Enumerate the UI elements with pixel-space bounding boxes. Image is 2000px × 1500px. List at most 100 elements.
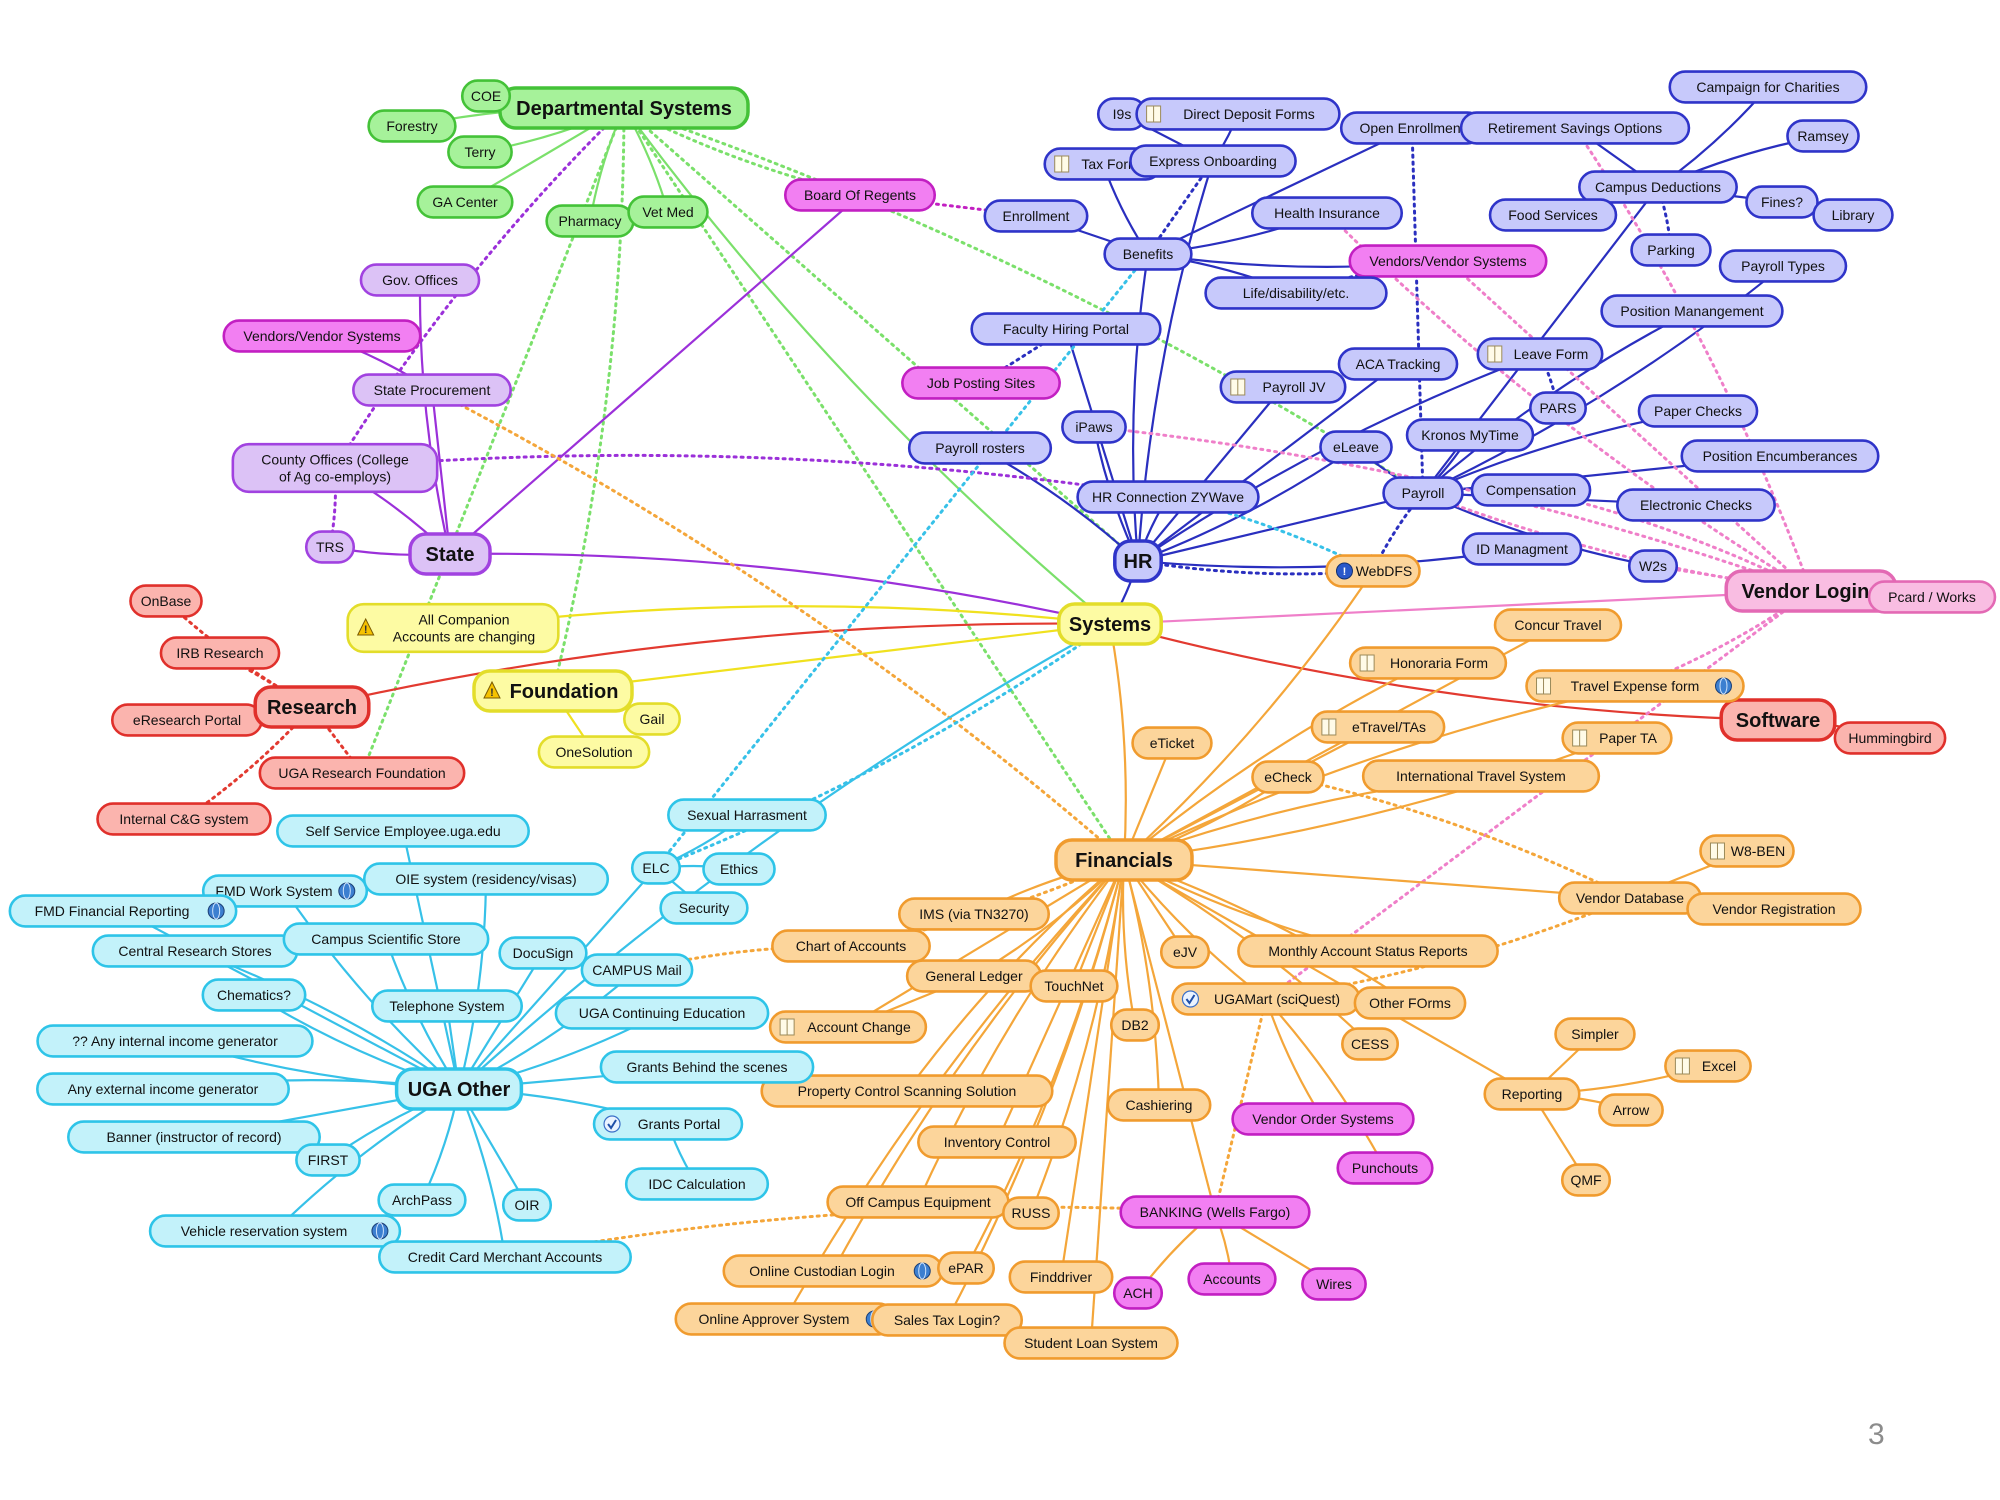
node-label: Online Approver System <box>699 1311 850 1327</box>
node-box <box>1251 760 1325 794</box>
globe-icon <box>207 902 225 920</box>
warning-icon: ! <box>356 617 375 636</box>
node-box <box>377 1183 467 1217</box>
node-box <box>359 263 481 297</box>
node-research: Research <box>253 685 371 729</box>
node-ramsey: Ramsey <box>1786 119 1860 153</box>
node-govoffices: Gov. Offices <box>359 263 481 297</box>
node-label: Payroll <box>1402 485 1445 501</box>
edge-departmental-to-regents <box>622 106 862 197</box>
node-label: Arrow <box>1613 1102 1650 1118</box>
node-label: ArchPass <box>392 1192 452 1208</box>
edge-systems-to-elc <box>652 622 1112 872</box>
node-box <box>667 798 827 832</box>
edge-hr-to-payrolljv <box>1137 386 1284 562</box>
node-box <box>1003 1326 1179 1360</box>
node-label: UGA Continuing Education <box>579 1005 746 1021</box>
edge-ugaother-to-oie <box>457 878 488 1090</box>
node-label: Vendors/Vendor Systems <box>243 328 400 344</box>
node-vehicle: Vehicle reservation system <box>148 1214 402 1248</box>
node-box <box>1112 1276 1164 1310</box>
node-box <box>1554 1017 1636 1051</box>
node-reporting: Reporting <box>1483 1077 1581 1111</box>
edge-vendordb-to-echeck <box>1284 771 1632 900</box>
edge-systems-to-state <box>449 552 1111 626</box>
node-label: OIE system (residency/visas) <box>395 871 576 887</box>
node-chematics: Chematics? <box>201 978 307 1012</box>
node-box <box>362 862 610 896</box>
node-echecks: Electronic Checks <box>1616 488 1776 522</box>
node-box <box>1529 391 1587 425</box>
node-box <box>592 1107 744 1141</box>
node-box <box>1745 185 1819 219</box>
edge-systems-to-software <box>1109 622 1779 722</box>
node-ejv: eJV <box>1159 935 1211 969</box>
node-label: Position Manangement <box>1620 303 1763 319</box>
node-box <box>1301 1267 1367 1301</box>
edge-hr-to-benefits <box>1132 253 1150 562</box>
node-label: Life/disability/etc. <box>1243 285 1350 301</box>
node-label: Leave Form <box>1514 346 1589 362</box>
node-software: Software <box>1719 698 1837 742</box>
node-label: Systems <box>1069 614 1151 636</box>
node-label: FMD Financial Reporting <box>35 903 190 919</box>
node-ugamart: UGAMart (sciQuest) <box>1171 982 1361 1016</box>
node-label: Banner (instructor of record) <box>106 1129 281 1145</box>
node-label: Enrollment <box>1003 208 1070 224</box>
edge-state-to-regents <box>449 194 861 555</box>
node-label: Self Service Employee.uga.edu <box>305 823 500 839</box>
edge-systems-to-financials <box>1108 623 1127 861</box>
document-icon <box>1674 1057 1690 1075</box>
node-box <box>1833 721 1947 755</box>
edge-departmental-to-hr <box>622 106 1140 563</box>
node-fmdfin: FMD Financial Reporting <box>8 894 238 928</box>
checkmark-icon <box>603 1115 621 1133</box>
node-box <box>1008 1260 1114 1294</box>
node-label: Online Custodian Login <box>749 1263 895 1279</box>
node-box <box>1103 237 1193 271</box>
node-hrconn: HR Connection ZYWave <box>1076 480 1260 514</box>
node-ims: IMS (via TN3270) <box>897 897 1051 931</box>
node-label: CESS <box>1351 1036 1389 1052</box>
edge-financials-to-honoraria <box>1123 662 1429 861</box>
node-label: Terry <box>464 144 495 160</box>
node-box <box>630 851 682 885</box>
edge-financials-to-reporting <box>1123 859 1533 1095</box>
node-library: Library <box>1812 198 1894 232</box>
node-box <box>1348 646 1508 680</box>
node-label: Gov. Offices <box>382 272 458 288</box>
node-box <box>702 852 776 886</box>
node-kronos: Kronos MyTime <box>1405 418 1535 452</box>
node-departmental: Departmental Systems <box>498 86 750 130</box>
node-label: Concur Travel <box>1514 617 1601 633</box>
node-touchnet: TouchNet <box>1029 969 1119 1003</box>
node-label: IRB Research <box>176 645 263 661</box>
node-ipaws: iPaws <box>1061 410 1127 444</box>
node-label: UGA Research Foundation <box>278 765 445 781</box>
node-punchouts: Punchouts <box>1336 1151 1434 1185</box>
node-box <box>1054 838 1194 882</box>
node-posmgmt: Position Manangement <box>1600 294 1784 328</box>
node-telephone: Telephone System <box>370 989 524 1023</box>
node-label: eTravel/TAs <box>1352 719 1426 735</box>
node-accounts: Accounts <box>1187 1262 1277 1296</box>
node-label: Cashiering <box>1126 1097 1193 1113</box>
node-label: Board Of Regents <box>804 187 916 203</box>
node-chartacc: Chart of Accounts <box>771 929 931 963</box>
node-concur: Concur Travel <box>1493 608 1623 642</box>
node-vendorlogins: Vendor Logins <box>1724 569 1898 613</box>
node-label: RUSS <box>1012 1205 1051 1221</box>
node-paperchecks: Paper Checks <box>1637 394 1759 428</box>
node-campusmail: CAMPUS Mail <box>580 953 694 987</box>
node-vendors_left: Vendors/Vendor Systems <box>222 319 422 353</box>
node-oie: OIE system (residency/visas) <box>362 862 610 896</box>
node-vendordb: Vendor Database <box>1557 881 1703 915</box>
node-box <box>901 366 1061 400</box>
node-onesolution: OneSolution <box>537 735 651 769</box>
edge-financials-to-vendordb <box>1123 858 1631 900</box>
edge-hr-to-acatrack <box>1137 363 1399 562</box>
globe-icon <box>913 1262 931 1280</box>
node-oir: OIR <box>501 1188 553 1222</box>
edge-hrconn-to-county <box>331 453 1170 499</box>
